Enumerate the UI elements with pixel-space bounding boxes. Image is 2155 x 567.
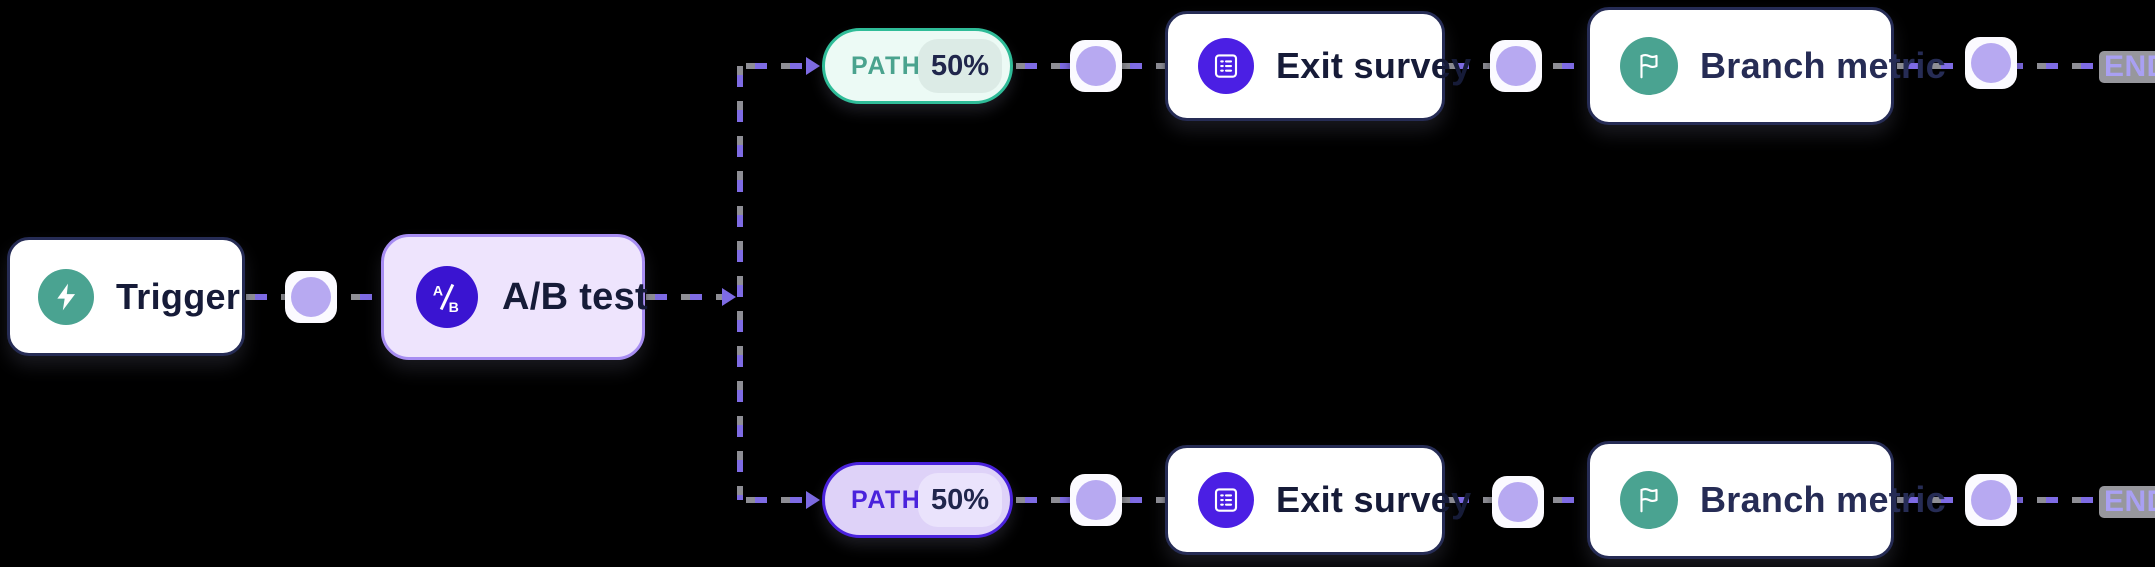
node-label: Exit survey xyxy=(1276,45,1472,86)
zap-icon xyxy=(38,268,94,325)
add-step-dot-icon xyxy=(1076,46,1116,86)
add-step-button[interactable] xyxy=(1070,40,1122,92)
add-step-button[interactable] xyxy=(1490,40,1542,92)
add-step-dot-icon xyxy=(291,277,331,317)
connector-split-path-a xyxy=(746,63,808,69)
node-ab-test[interactable]: A B A/B test xyxy=(381,234,648,360)
node-path-a[interactable]: PATH A 50% xyxy=(822,28,1013,104)
node-trigger[interactable]: Trigger xyxy=(7,237,245,356)
flag-icon xyxy=(1620,471,1678,529)
arrow-right-icon xyxy=(806,57,820,75)
add-step-button[interactable] xyxy=(1070,474,1122,526)
node-exit-survey-b[interactable]: Exit survey xyxy=(1165,445,1471,555)
node-branch-metric-a[interactable]: Branch metric xyxy=(1587,7,1946,125)
end-marker: END xyxy=(2099,51,2155,83)
arrow-right-icon xyxy=(722,288,736,306)
connector-split-vertical xyxy=(737,66,743,500)
ab-split-icon: A B xyxy=(416,266,478,328)
survey-list-icon xyxy=(1198,472,1254,528)
add-step-dot-icon xyxy=(1498,482,1538,522)
add-step-dot-icon xyxy=(1971,480,2011,520)
node-exit-survey-a[interactable]: Exit survey xyxy=(1165,11,1471,121)
node-label: Branch metric xyxy=(1700,479,1946,520)
connector-abtest-split xyxy=(646,294,724,300)
add-step-dot-icon xyxy=(1496,46,1536,86)
connector-split-path-b xyxy=(746,497,808,503)
add-step-button[interactable] xyxy=(1492,476,1544,528)
node-label: Trigger xyxy=(116,275,241,317)
add-step-button[interactable] xyxy=(1965,474,2017,526)
flag-icon xyxy=(1620,37,1678,95)
add-step-dot-icon xyxy=(1076,480,1116,520)
node-label: Branch metric xyxy=(1700,45,1946,86)
survey-list-icon xyxy=(1198,38,1254,94)
arrow-right-icon xyxy=(806,491,820,509)
path-percent-badge: 50% xyxy=(918,473,1002,527)
svg-text:B: B xyxy=(449,300,459,316)
node-label: Exit survey xyxy=(1276,479,1472,520)
path-percent-badge: 50% xyxy=(918,39,1002,93)
add-step-button[interactable] xyxy=(285,271,337,323)
add-step-dot-icon xyxy=(1971,43,2011,83)
add-step-button[interactable] xyxy=(1965,37,2017,89)
node-label: A/B test xyxy=(502,275,648,318)
svg-text:A: A xyxy=(433,283,443,299)
node-path-b[interactable]: PATH B 50% xyxy=(822,462,1013,538)
end-marker: END xyxy=(2099,486,2155,518)
node-branch-metric-b[interactable]: Branch metric xyxy=(1587,441,1946,559)
